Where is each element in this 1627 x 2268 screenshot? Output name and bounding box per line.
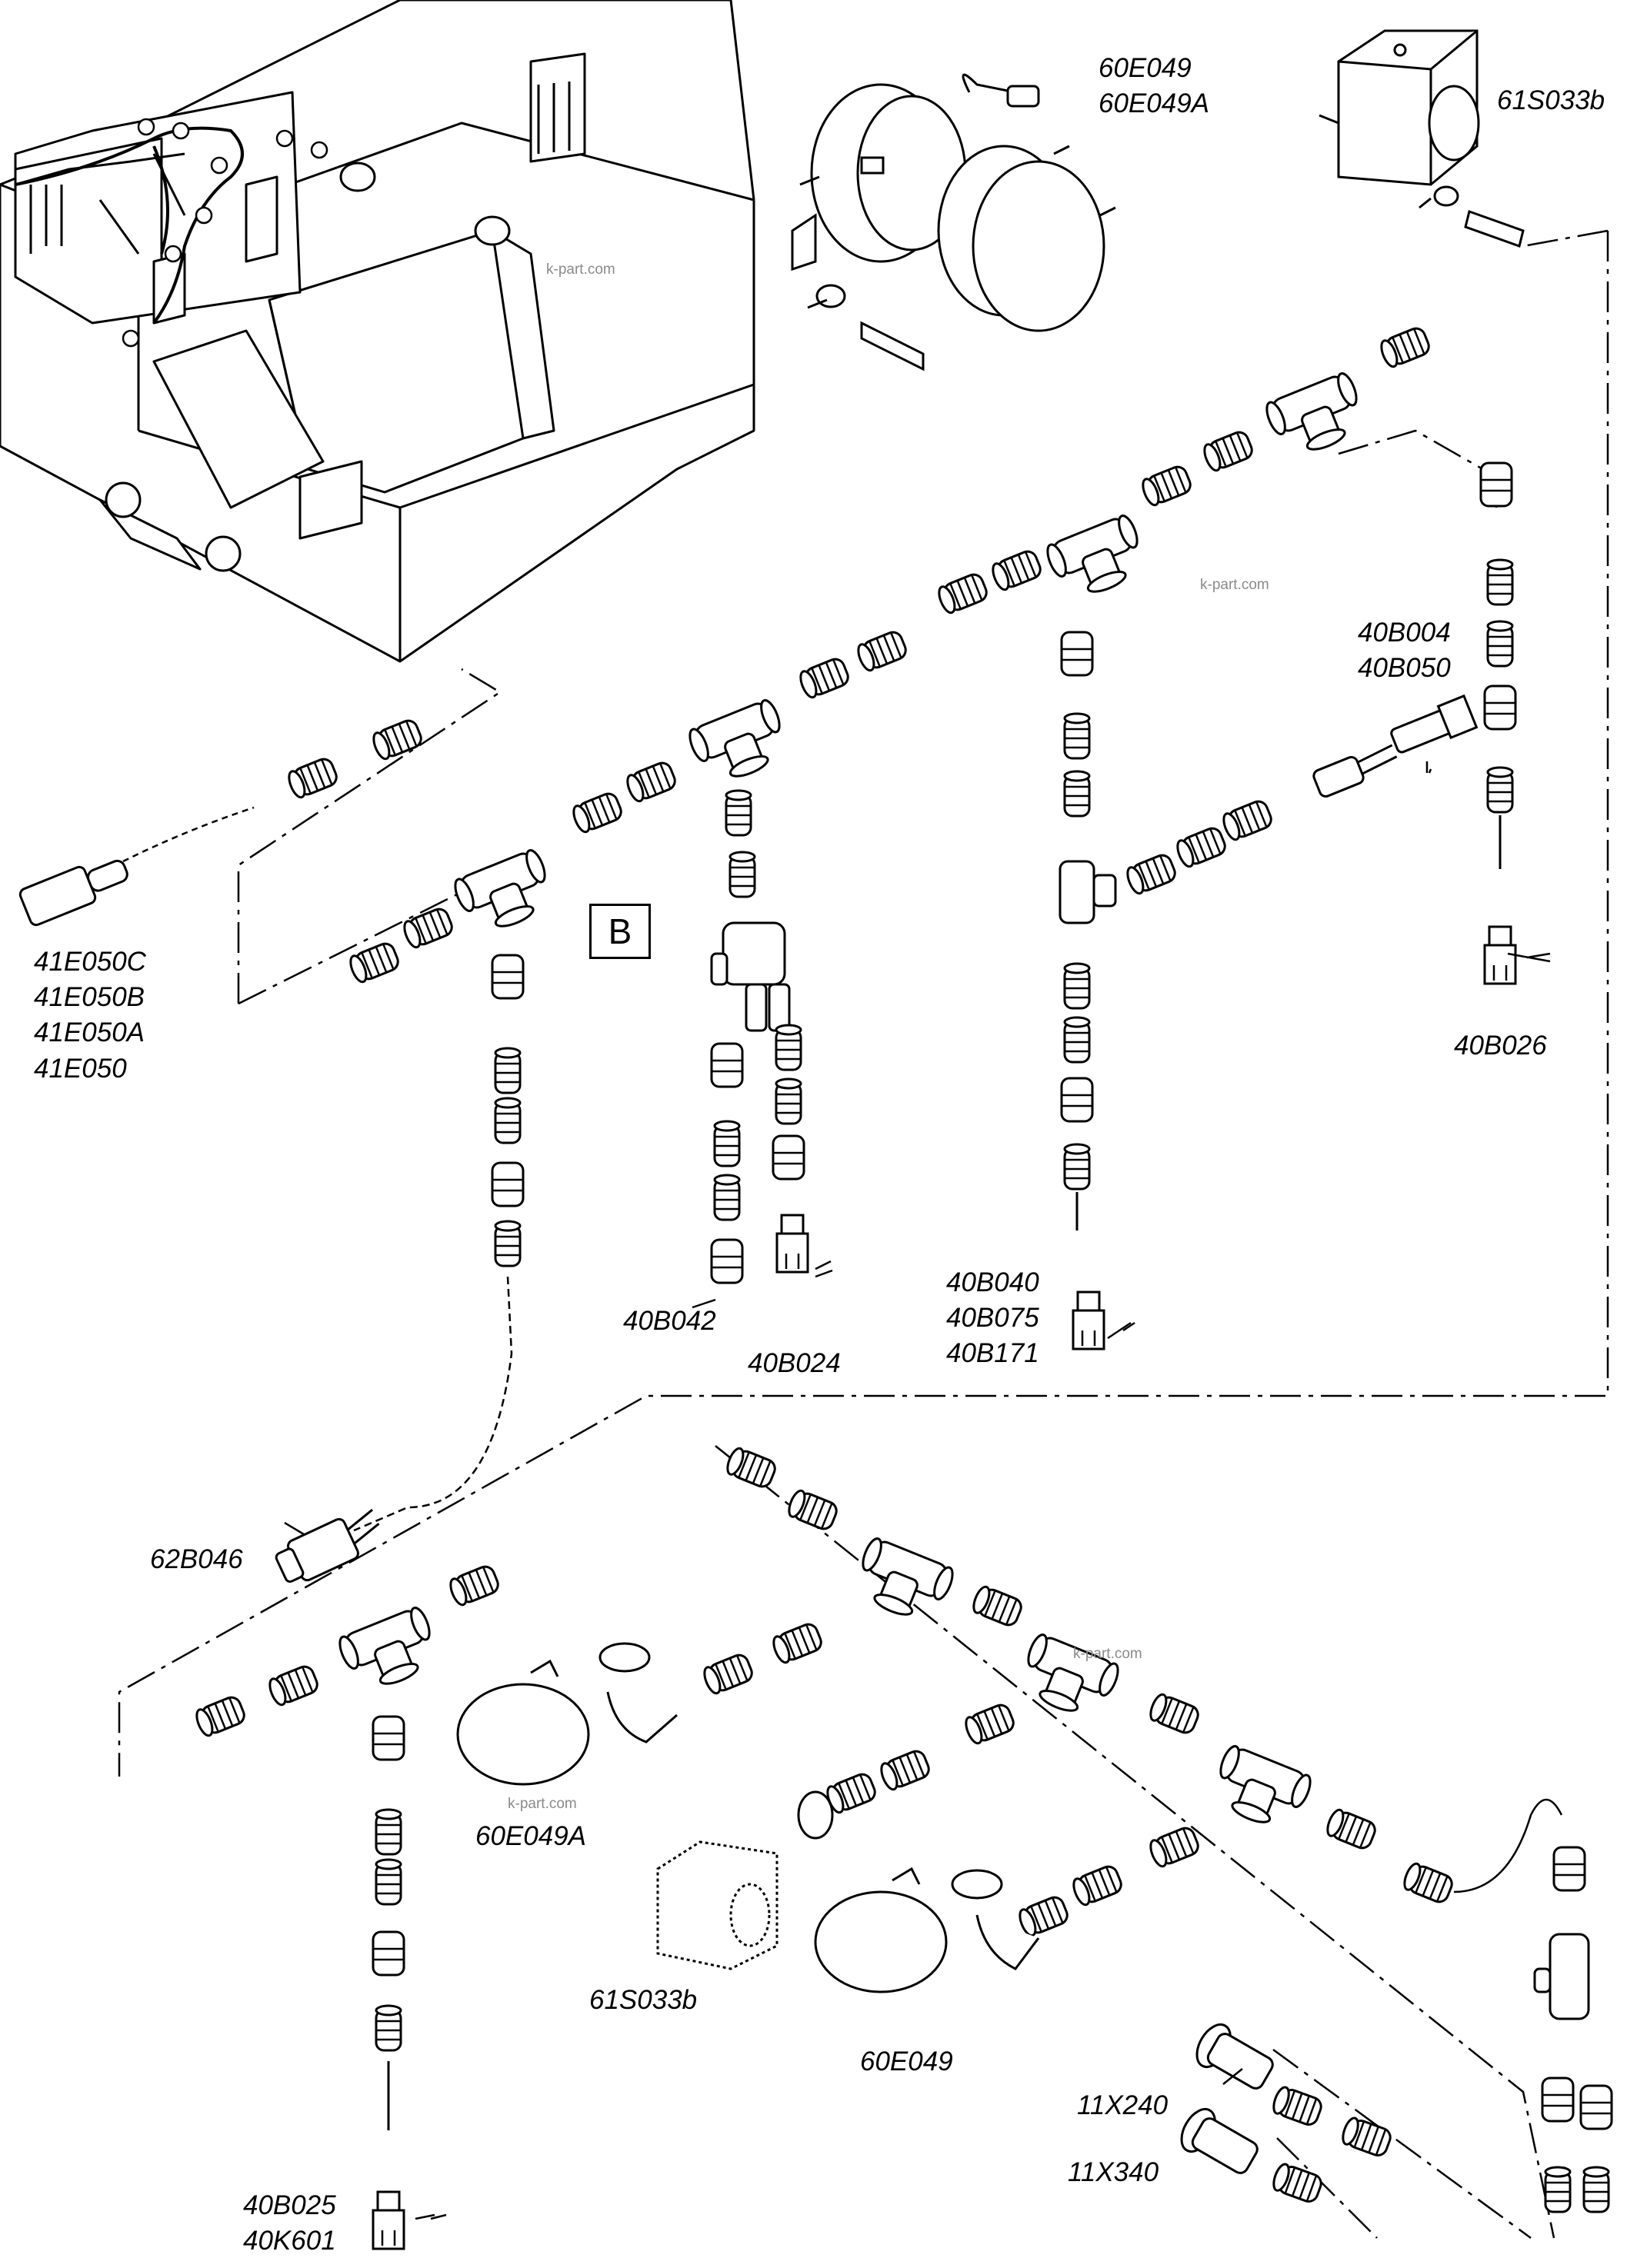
part-number: 40K601 — [243, 2226, 336, 2256]
horn-top — [791, 73, 1116, 371]
label-switch-top: 61S033b — [1497, 83, 1605, 118]
label-sensor-40B025: 40B025 40K601 — [243, 2188, 336, 2259]
part-number: 11X240 — [1077, 2090, 1169, 2120]
branch-right-bottom — [1533, 1846, 1613, 2213]
label-connector-11X340: 11X340 — [1068, 2155, 1159, 2190]
part-number: 40B026 — [1454, 1031, 1547, 1061]
leader-lines — [430, 768, 1551, 2220]
branch-40B040 — [1059, 631, 1479, 1350]
label-sensor-40B024: 40B024 — [748, 1346, 841, 1381]
connectors-11X — [1180, 2023, 1395, 2206]
label-sensor-40B004: 40B004 40B050 — [1358, 615, 1451, 686]
part-number: 40B004 — [1358, 618, 1451, 648]
part-number: 40B040 — [946, 1267, 1039, 1297]
label-switch-bottom: 61S033b — [589, 1983, 697, 2018]
part-number: 41E050B — [34, 982, 145, 1013]
part-number: 40B075 — [946, 1303, 1039, 1334]
view-label-b: B — [589, 904, 651, 959]
watermark: k-part.com — [508, 1796, 577, 1812]
part-number: 40B042 — [623, 1306, 716, 1336]
label-horn-top: 60E049 60E049A — [1099, 51, 1209, 122]
part-number: 60E049A — [1099, 88, 1210, 119]
part-number: 41E050C — [34, 947, 146, 977]
horn-bottom — [814, 1867, 948, 1993]
label-horn-bottom-left: 60E049A — [475, 1819, 586, 1854]
switch-bottom — [656, 1840, 778, 1970]
machine-body — [0, 0, 755, 663]
label-sensor-40B040: 40B040 40B075 40B171 — [946, 1265, 1039, 1372]
label-sensor-62B046: 62B046 — [150, 1542, 243, 1577]
watermark: k-part.com — [546, 261, 615, 278]
machine-wiring — [15, 118, 328, 348]
label-sensor-40B026: 40B026 — [1454, 1028, 1547, 1064]
label-horn-bottom: 60E049 — [860, 2044, 953, 2080]
branch-62B046 — [275, 954, 525, 1584]
horn-bottom-left — [456, 1659, 590, 1786]
label-sensor-40B042: 40B042 — [623, 1304, 716, 1339]
label-connector-11X240: 11X240 — [1077, 2088, 1168, 2123]
switch-top — [1319, 29, 1525, 248]
part-number: 62B046 — [150, 1544, 243, 1574]
lower-harness — [192, 1445, 1563, 1970]
dashdot-lines — [118, 229, 1609, 2240]
branch-40B026 — [1479, 461, 1551, 985]
watermark: k-part.com — [1073, 1646, 1142, 1662]
branch-40B025 — [372, 1715, 435, 2250]
part-number: 61S033b — [1497, 85, 1605, 115]
part-number: 40B171 — [946, 1338, 1039, 1369]
part-number: 11X340 — [1068, 2157, 1159, 2187]
part-number: 41E050A — [34, 1017, 145, 1048]
part-number: 41E050 — [34, 1053, 127, 1084]
part-number: 60E049 — [1099, 53, 1192, 83]
light-41E050 — [18, 717, 425, 927]
part-number: 60E049 — [860, 2047, 953, 2077]
part-number: 40B024 — [748, 1348, 841, 1378]
watermark: k-part.com — [1200, 577, 1269, 593]
branch-40B042 — [692, 789, 832, 1309]
part-number: 40B025 — [243, 2190, 336, 2220]
part-number: 60E049A — [475, 1821, 587, 1851]
label-light-left: 41E050C 41E050B 41E050A 41E050 — [34, 944, 146, 1087]
part-number: 61S033b — [589, 1985, 698, 2015]
part-number: 40B050 — [1358, 653, 1451, 684]
